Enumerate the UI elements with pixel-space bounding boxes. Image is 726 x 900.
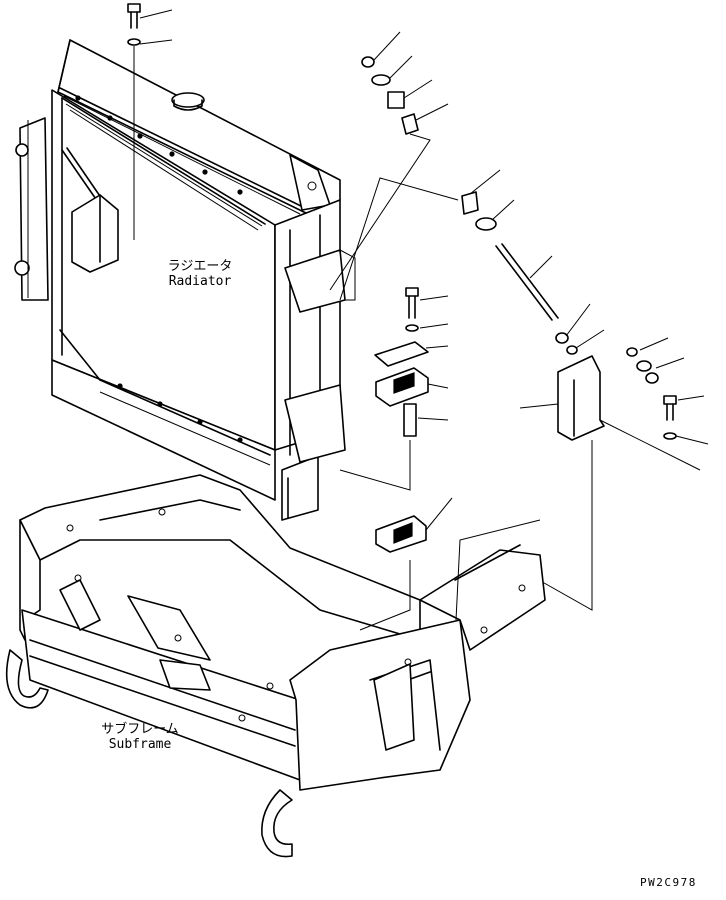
subframe-label: サブフレーム Subframe bbox=[94, 722, 186, 752]
subframe-assembly bbox=[5, 474, 546, 858]
right-bracket-set bbox=[519, 337, 709, 611]
radiator-assembly bbox=[14, 39, 356, 521]
subframe-label-en: Subframe bbox=[108, 737, 172, 752]
radiator-label-jp: ラジエータ bbox=[167, 259, 233, 274]
top-bolt-washer bbox=[127, 3, 173, 240]
subframe-label-jp: サブフレーム bbox=[101, 722, 179, 737]
radiator-label-en: Radiator bbox=[168, 274, 232, 289]
radiator-label: ラジエータ Radiator bbox=[160, 259, 240, 289]
cushion-stack-upper bbox=[329, 31, 449, 291]
middle-mount-parts bbox=[339, 287, 449, 491]
drawing-code: PW2C978 bbox=[640, 876, 697, 889]
stay-rod-stack bbox=[339, 169, 605, 355]
